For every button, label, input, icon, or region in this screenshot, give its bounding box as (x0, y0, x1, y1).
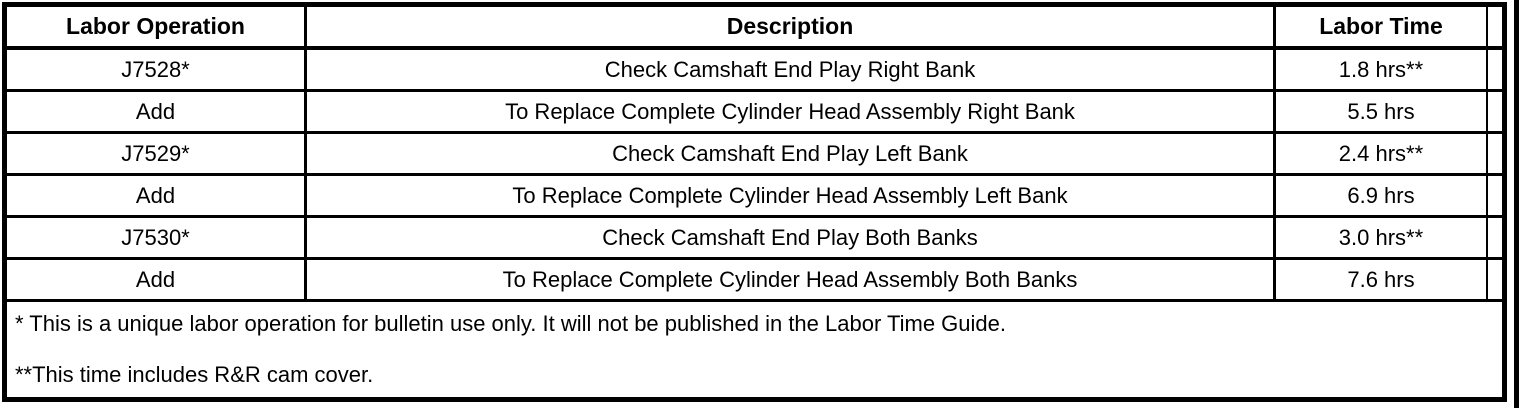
footnote-unique-labor-operation: * This is a unique labor operation for b… (15, 311, 1006, 336)
table-row: Add To Replace Complete Cylinder Head As… (7, 260, 1502, 302)
description-cell: Check Camshaft End Play Right Bank (307, 50, 1276, 89)
description-cell: Check Camshaft End Play Both Banks (307, 218, 1276, 257)
page-border-line (1514, 0, 1519, 408)
labor-operation-cell: Add (7, 92, 307, 131)
spacer-cell (1488, 134, 1502, 173)
labor-operation-cell: J7529* (7, 134, 307, 173)
header-labor-time: Labor Time (1276, 7, 1488, 46)
labor-time-cell: 6.9 hrs (1276, 176, 1488, 215)
table-row: J7528* Check Camshaft End Play Right Ban… (7, 50, 1502, 92)
labor-operation-cell: J7528* (7, 50, 307, 89)
table-header-row: Labor Operation Description Labor Time (7, 7, 1502, 50)
spacer-cell (1488, 218, 1502, 257)
labor-time-cell: 5.5 hrs (1276, 92, 1488, 131)
table-row: J7529* Check Camshaft End Play Left Bank… (7, 134, 1502, 176)
spacer-cell (1488, 260, 1502, 299)
spacer-cell (1488, 176, 1502, 215)
footnote-rr-cam-cover: **This time includes R&R cam cover. (15, 362, 374, 388)
table-row: Add To Replace Complete Cylinder Head As… (7, 176, 1502, 218)
labor-time-cell: 2.4 hrs** (1276, 134, 1488, 173)
table-row: Add To Replace Complete Cylinder Head As… (7, 92, 1502, 134)
labor-operation-cell: J7530* (7, 218, 307, 257)
description-cell: To Replace Complete Cylinder Head Assemb… (307, 92, 1276, 131)
spacer-cell (1488, 50, 1502, 89)
header-labor-operation: Labor Operation (7, 7, 307, 46)
labor-time-cell: 1.8 hrs** (1276, 50, 1488, 89)
description-cell: Check Camshaft End Play Left Bank (307, 134, 1276, 173)
header-description: Description (307, 7, 1276, 46)
description-cell: To Replace Complete Cylinder Head Assemb… (307, 260, 1276, 299)
labor-operation-cell: Add (7, 260, 307, 299)
header-spacer-cell (1488, 7, 1502, 46)
description-cell: To Replace Complete Cylinder Head Assemb… (307, 176, 1276, 215)
labor-time-cell: 3.0 hrs** (1276, 218, 1488, 257)
table-footnotes: * This is a unique labor operation for b… (7, 302, 1502, 397)
spacer-cell (1488, 92, 1502, 131)
table-row: J7530* Check Camshaft End Play Both Bank… (7, 218, 1502, 260)
labor-time-cell: 7.6 hrs (1276, 260, 1488, 299)
labor-operation-cell: Add (7, 176, 307, 215)
labor-time-table: Labor Operation Description Labor Time J… (2, 2, 1507, 402)
